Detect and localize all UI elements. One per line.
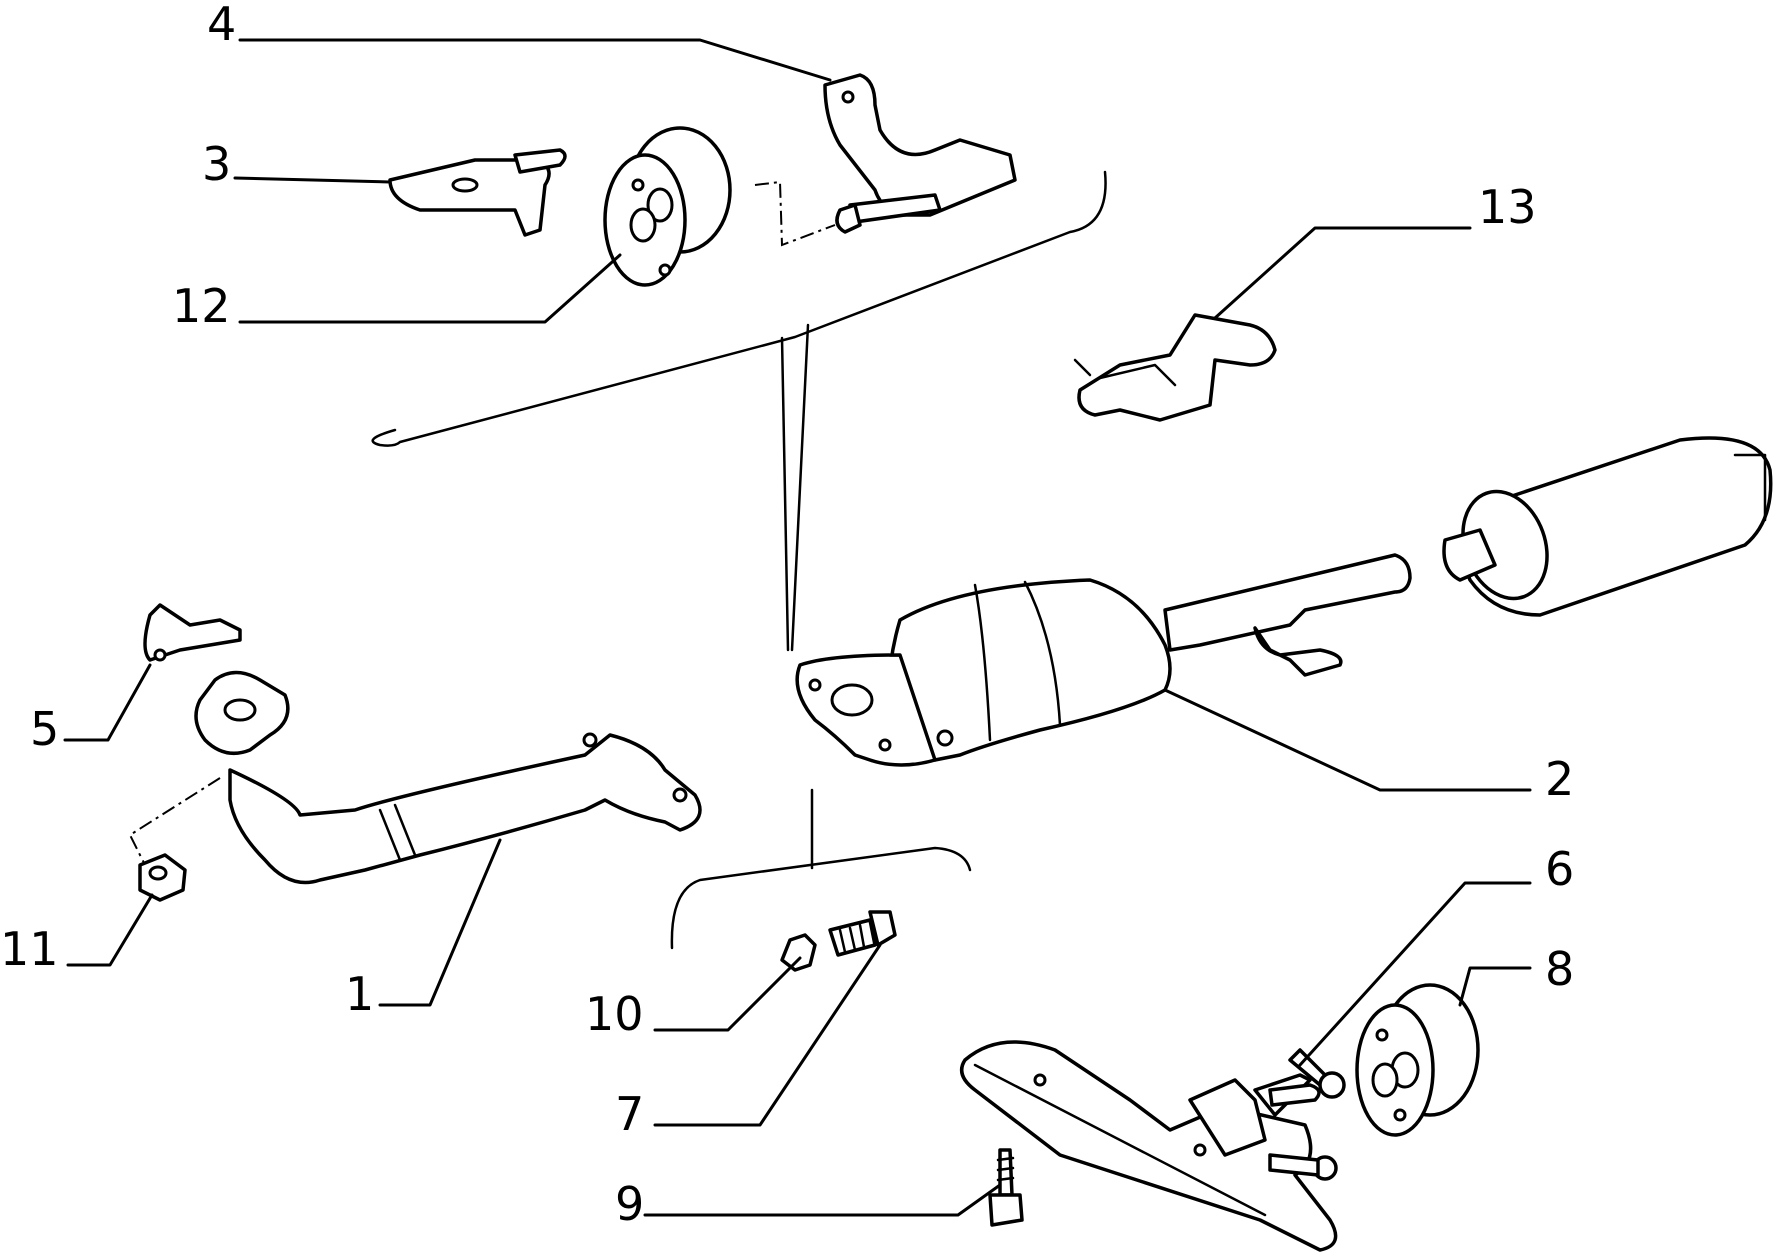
- callout-2: 2: [1545, 752, 1574, 806]
- pipe-to-nut-axis: [128, 777, 221, 876]
- callout-11: 11: [0, 922, 59, 976]
- leader-1: [378, 838, 502, 1007]
- leader-11: [66, 893, 154, 967]
- spacer-bushing: [780, 933, 817, 972]
- rubber-mount-bracket: [388, 148, 567, 237]
- ring-to-bolt-axis: [754, 180, 836, 247]
- callout-1: 1: [345, 967, 374, 1021]
- silencer-hanger-strip: [959, 1040, 1346, 1252]
- rubber-ring-upper: [603, 126, 732, 287]
- leader-13: [1213, 226, 1472, 320]
- leader-5: [63, 663, 152, 742]
- gasket: [143, 603, 242, 662]
- callout-labels: 1 2 3 4 5 6 7 8 9 10 11 12 13: [0, 0, 1574, 1231]
- leader-9: [643, 1183, 1002, 1217]
- screw: [988, 1148, 1024, 1227]
- leader-3: [233, 176, 392, 184]
- leader-lines: [63, 38, 1532, 1217]
- lower-group-bracket: [670, 788, 972, 950]
- callout-7: 7: [615, 1087, 644, 1141]
- callout-4: 4: [207, 0, 236, 51]
- callout-3: 3: [202, 137, 231, 191]
- leader-10: [653, 956, 802, 1032]
- leader-2: [1163, 688, 1532, 792]
- callout-13: 13: [1478, 180, 1537, 234]
- callout-6: 6: [1545, 842, 1574, 896]
- upper-group-bracket: [371, 170, 1107, 652]
- callout-8: 8: [1545, 942, 1574, 996]
- catalytic-converter: [795, 553, 1412, 767]
- front-exhaust-pipe: [194, 670, 702, 885]
- rubber-ring-lower: [1355, 983, 1480, 1137]
- callout-5: 5: [30, 702, 59, 756]
- leader-6: [1298, 881, 1532, 1067]
- rear-silencer: [1442, 436, 1773, 617]
- bolt: [828, 910, 897, 957]
- bracket-with-bolt: [823, 73, 1017, 234]
- callout-10: 10: [585, 987, 644, 1041]
- mounting-hanger: [1073, 313, 1277, 422]
- leader-4: [238, 38, 832, 82]
- nut: [138, 853, 187, 902]
- leader-12: [238, 253, 622, 324]
- callout-9: 9: [615, 1177, 644, 1231]
- callout-12: 12: [172, 279, 231, 333]
- leader-8: [1458, 966, 1532, 1007]
- leader-7: [653, 943, 882, 1127]
